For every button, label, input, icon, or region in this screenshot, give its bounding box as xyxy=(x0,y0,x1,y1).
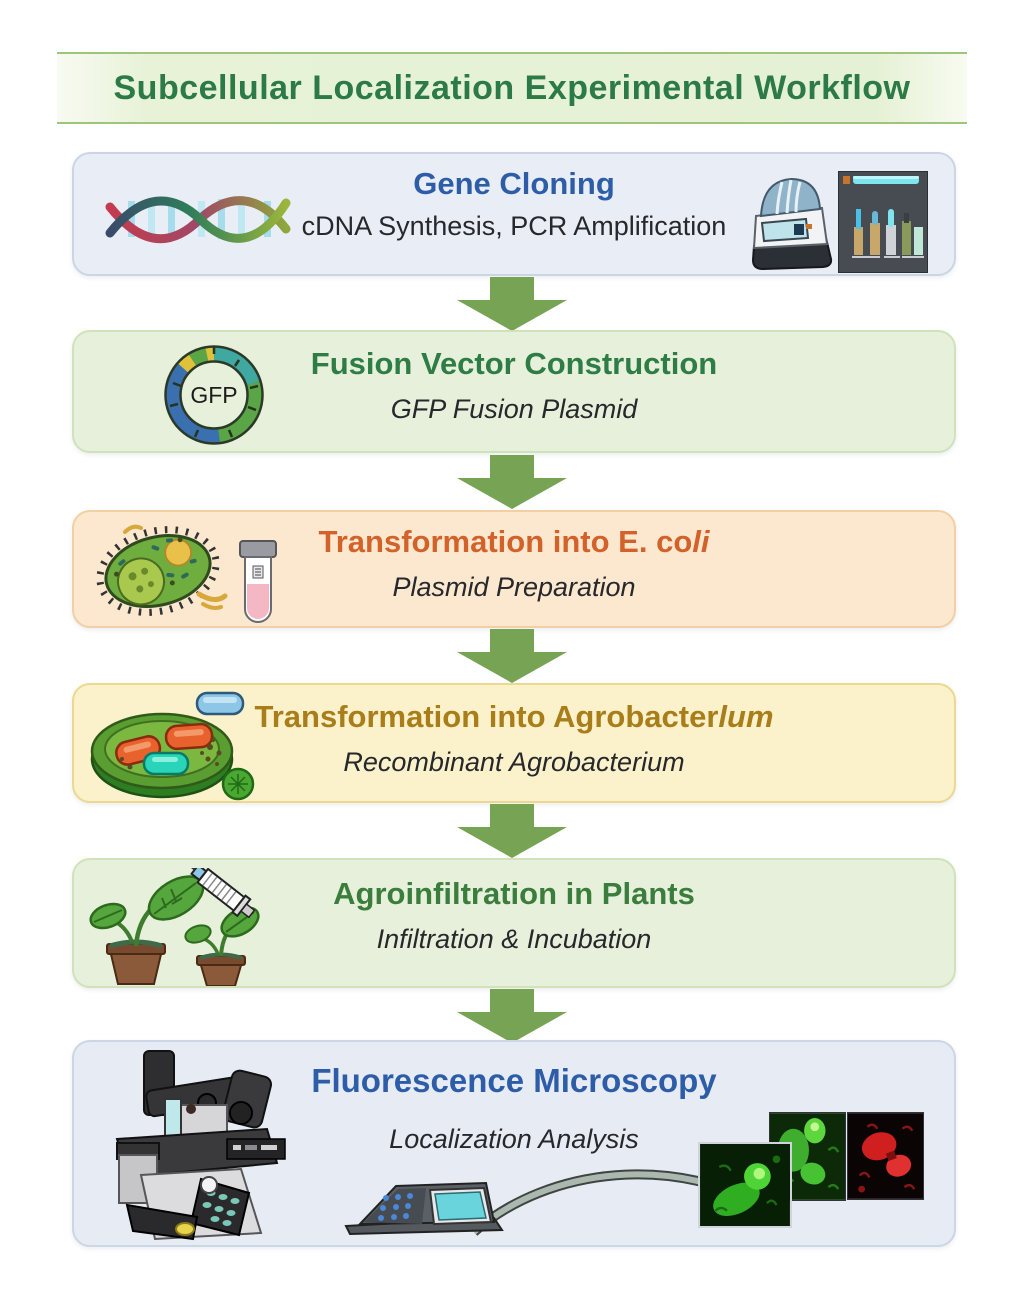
microscope-icon xyxy=(115,1050,286,1241)
leaf-icon xyxy=(221,767,255,801)
step-transformation-agrobacterium: Transformation into Agrobacterlum Recomb… xyxy=(72,683,956,803)
gel-electrophoresis-icon xyxy=(838,171,928,273)
agrobacterium-culture-icon xyxy=(90,691,255,801)
step-subtitle: Localization Analysis xyxy=(389,1124,639,1154)
step-title: Fluorescence Microscopy xyxy=(311,1062,717,1099)
red-fluorescence-image xyxy=(847,1112,924,1200)
plant-pot xyxy=(196,952,246,986)
flow-arrow-icon xyxy=(457,804,567,858)
flow-arrow-icon xyxy=(457,277,567,331)
step-title: Fusion Vector Construction xyxy=(310,346,718,381)
flow-arrow-icon xyxy=(457,989,567,1043)
dna-helix-icon xyxy=(105,196,291,244)
test-tube-icon xyxy=(239,540,277,623)
step-fluorescence-microscopy: Fluorescence Microscopy Localization Ana… xyxy=(72,1040,956,1247)
step-title: Transformation into E. coli xyxy=(318,524,710,559)
step-title: Gene Cloning xyxy=(413,166,615,201)
step-transformation-e-coli: Transformation into E. coli Plasmid Prep… xyxy=(72,510,956,628)
step-subtitle: Recombinant Agrobacterium xyxy=(343,747,685,777)
page-title: Subcellular Localization Experimental Wo… xyxy=(113,68,911,107)
step-title: Transformation into Agrobacterlum xyxy=(254,699,774,734)
step-subtitle: Plasmid Preparation xyxy=(392,572,636,602)
step-subtitle: Infiltration & Incubation xyxy=(376,924,652,954)
potted-plants-icon xyxy=(89,868,260,986)
controller-keypad-icon xyxy=(344,1181,504,1236)
syringe-icon xyxy=(175,868,256,919)
gfp-plasmid-icon: GFP xyxy=(164,345,264,445)
pcr-thermocycler-icon xyxy=(751,177,833,271)
flow-arrow-icon xyxy=(457,629,567,683)
e-coli-bacterium-icon xyxy=(96,524,228,616)
step-subtitle: cDNA Synthesis, PCR Amplification xyxy=(301,211,727,241)
step-subtitle: GFP Fusion Plasmid xyxy=(390,394,638,424)
step-agroinfiltration: Agroinfiltration in Plants Infiltration … xyxy=(72,858,956,988)
green-fluorescence-image xyxy=(698,1142,792,1228)
plasmid-label: GFP xyxy=(190,382,237,408)
step-gene-cloning: Gene Cloning cDNA Synthesis, PCR Amplifi… xyxy=(72,152,956,276)
step-title: Agroinfiltration in Plants xyxy=(333,876,695,911)
step-fusion-vector-construction: GFP Fusion Vector Construction GFP Fusio… xyxy=(72,330,956,453)
flow-arrow-icon xyxy=(457,455,567,509)
title-banner: Subcellular Localization Experimental Wo… xyxy=(57,52,967,124)
